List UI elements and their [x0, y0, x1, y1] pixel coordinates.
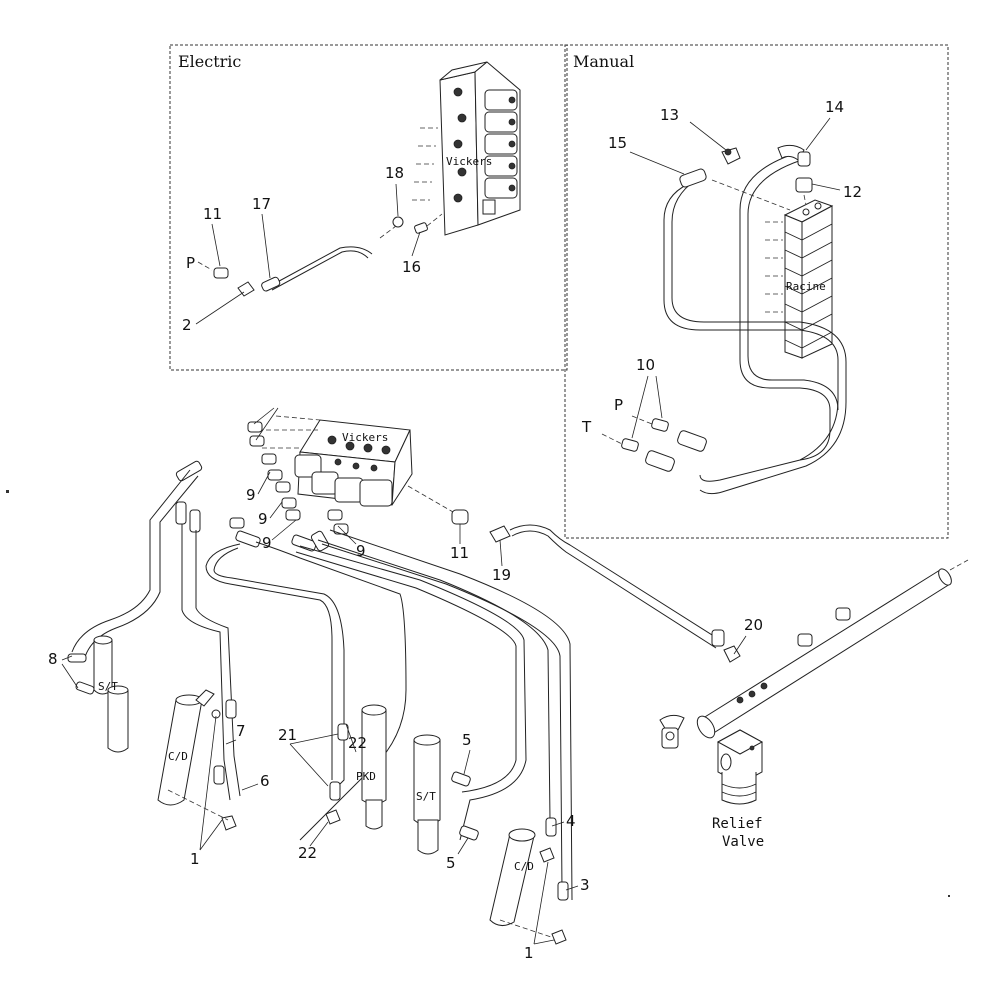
relief-label-line1: Relief [712, 816, 763, 832]
callout-9d: 9 [262, 534, 272, 552]
cd-label-left: C/D [168, 750, 188, 763]
hose-ends-p-t [621, 418, 707, 472]
fitting-12 [795, 177, 813, 193]
callout-10: 10 [636, 356, 655, 374]
callout-4: 4 [566, 812, 576, 830]
fitting-19 [489, 525, 511, 543]
callout-12: 12 [843, 183, 862, 201]
callout-9a: 9 [246, 486, 256, 504]
st-label-left: S/T [98, 680, 118, 693]
callout-11-electric: 11 [203, 205, 222, 223]
cylinder-pkd: PKD [325, 704, 387, 830]
callout-14: 14 [825, 98, 844, 116]
st-label-right: S/T [416, 790, 436, 803]
vickers-label-electric: Vickers [446, 155, 492, 168]
callout-19: 19 [492, 566, 511, 584]
callout-2: 2 [182, 316, 192, 334]
fitting-11-electric [213, 267, 229, 279]
electric-panel: Electric Vickers [169, 44, 568, 371]
callout-21: 21 [278, 726, 297, 744]
hose-end-17 [261, 276, 281, 292]
cylinder-cd-right: C/D [489, 817, 569, 945]
callout-22-bottom: 22 [298, 844, 317, 862]
margin-mark [6, 490, 9, 493]
pkd-label: PKD [356, 770, 376, 783]
callouts-main: 9 9 9 9 11 19 20 8 7 6 1 22 21 22 5 5 4 [48, 407, 763, 962]
fitting-2-electric [237, 281, 255, 297]
callout-16: 16 [402, 258, 421, 276]
manual-panel-title: Manual [573, 52, 634, 71]
manual-panel: Manual Racine [564, 44, 949, 539]
callout-20: 20 [744, 616, 763, 634]
callout-11-main: 11 [450, 544, 469, 562]
margin-mark-right [948, 895, 950, 897]
relief-label-line2: Valve [722, 834, 764, 850]
callout-22-top: 22 [348, 734, 367, 752]
racine-label: Racine [786, 280, 826, 293]
callout-1-right: 1 [524, 944, 534, 962]
callout-5-bottom: 5 [446, 854, 456, 872]
port-label-t-manual: T [581, 418, 592, 436]
cylinder-st-right: S/T [413, 734, 479, 855]
vickers-valve-electric: Vickers [412, 61, 521, 236]
callout-9c: 9 [356, 542, 366, 560]
manual-panel-border [564, 44, 949, 539]
electric-panel-border [169, 44, 568, 371]
fitting-18 [392, 216, 404, 228]
hose-end-15 [679, 168, 707, 188]
callout-18: 18 [385, 164, 404, 182]
fitting-11-main [451, 509, 469, 525]
port-label-p-electric: P [186, 254, 195, 272]
callout-3: 3 [580, 876, 590, 894]
relief-valve: Relief Valve [712, 729, 764, 850]
callout-13: 13 [660, 106, 679, 124]
callout-6: 6 [260, 772, 270, 790]
callout-17: 17 [252, 195, 271, 213]
port-label-p-manual: P [614, 396, 623, 414]
hose-runs [71, 469, 721, 901]
fitting-16 [414, 222, 428, 234]
callout-8: 8 [48, 650, 58, 668]
callout-15: 15 [608, 134, 627, 152]
cylinder-cd-left: C/D [157, 689, 237, 831]
callout-7: 7 [236, 722, 246, 740]
cd-label-right: C/D [514, 860, 534, 873]
relief-tube [659, 559, 969, 749]
vickers-label-main: Vickers [342, 431, 388, 444]
vickers-valve-main: Vickers [258, 415, 461, 517]
callout-9b: 9 [258, 510, 268, 528]
electric-panel-title: Electric [178, 52, 241, 71]
fitting-13 [721, 147, 741, 165]
racine-valve: Racine [765, 199, 834, 359]
cylinder-st-left: S/T [67, 635, 129, 753]
callout-1-left: 1 [190, 850, 200, 868]
elbow-14 [777, 144, 811, 167]
callout-5-top: 5 [462, 731, 472, 749]
